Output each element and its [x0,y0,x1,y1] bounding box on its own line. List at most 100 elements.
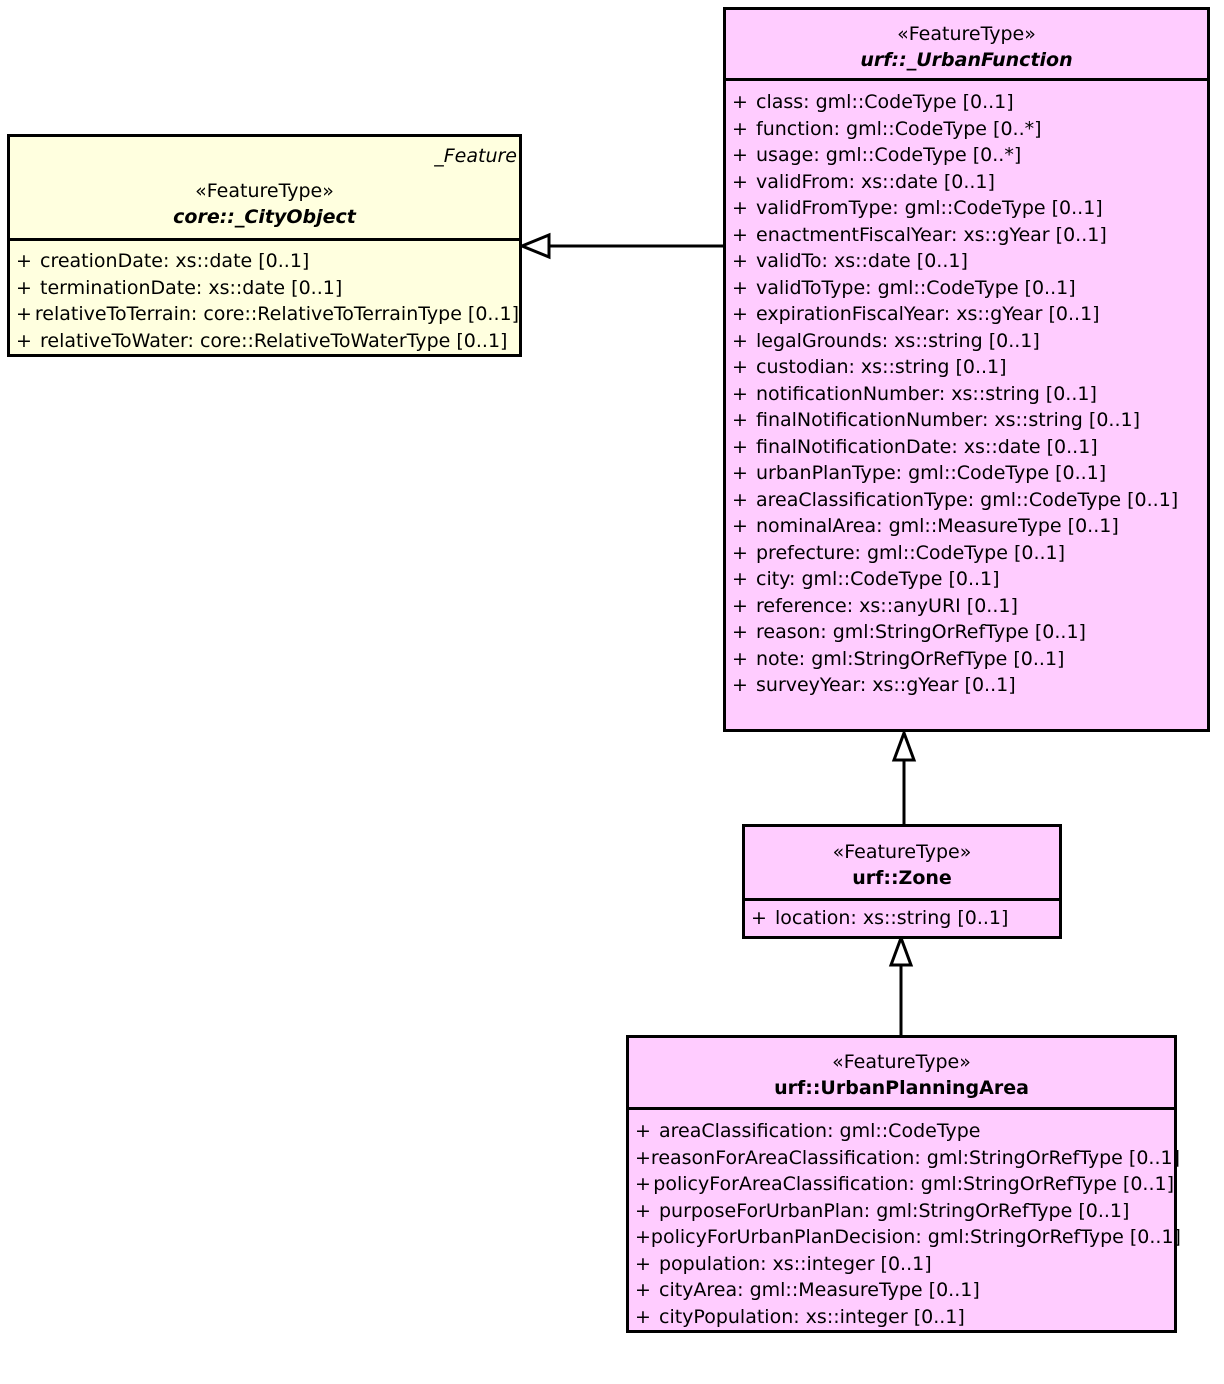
attribute-row: + cityPopulation: xs::integer [0..1] [629,1304,1174,1331]
visibility-marker: + [732,568,748,590]
attribute-row: + population: xs::integer [0..1] [629,1251,1174,1278]
visibility-marker: + [732,144,748,166]
attribute-text: purposeForUrbanPlan: gml:StringOrRefType… [659,1199,1130,1222]
attribute-row: + notificationNumber: xs::string [0..1] [726,381,1207,408]
visibility-marker: + [732,462,748,484]
visibility-marker: + [16,329,32,352]
attribute-text: reasonForAreaClassification: gml:StringO… [650,1146,1180,1169]
attribute-row: +validFrom: xs::date [0..1] [726,169,1207,196]
attribute-row: + finalNotificationDate: xs::date [0..1] [726,434,1207,461]
attribute-text: class: gml::CodeType [0..1] [756,91,1014,113]
abstract-parent-label: _Feature [434,145,517,167]
attribute-text: usage: gml::CodeType [0..*] [756,144,1022,166]
visibility-marker: + [732,329,748,352]
visibility-marker: + [16,250,32,272]
visibility-marker: + [732,91,748,113]
attribute-text: finalNotificationNumber: xs::string [0..… [756,409,1140,431]
visibility-marker: + [732,541,748,564]
attribute-row: + nominalArea: gml::MeasureType [0..1] [726,513,1207,540]
attribute-text: surveyYear: xs::gYear [0..1] [756,674,1016,696]
attribute-row: + class: gml::CodeType [0..1] [726,89,1207,116]
attribute-row: + expirationFiscalYear: xs::gYear [0..1] [726,301,1207,328]
visibility-marker: + [751,907,767,929]
visibility-marker: + [732,674,748,696]
attribute-row: + usage: gml::CodeType [0..*] [726,142,1207,169]
visibility-marker: + [732,303,748,325]
attribute-row: + purposeForUrbanPlan: gml:StringOrRefTyp… [629,1198,1174,1225]
attribute-row: +legalGrounds: xs::string [0..1] [726,328,1207,355]
class-urban-planning-area[interactable]: «FeatureType» urf::UrbanPlanningArea + ar… [626,1035,1181,1333]
attribute-text: validFrom: xs::date [0..1] [756,170,995,193]
stereotype-label: «FeatureType» [897,23,1036,45]
attribute-list: +location: xs::string [0..1] [745,901,1059,932]
attribute-row: + validFromType: gml::CodeType [0..1] [726,195,1207,222]
attribute-text: custodian: xs::string [0..1] [756,356,1007,378]
visibility-marker: + [732,409,748,431]
attribute-text: validFromType: gml::CodeType [0..1] [756,197,1103,219]
visibility-marker: + [732,382,748,405]
class-urban-function[interactable]: «FeatureType» urf::_UrbanFunction +class… [723,7,1210,732]
attribute-text: finalNotificationDate: xs::date [0..1] [756,435,1098,458]
visibility-marker: + [635,1279,651,1301]
attribute-row: + relativeToWater: core::RelativeToWaterT… [10,328,519,355]
attribute-row: + custodian: xs::string [0..1] [726,354,1207,381]
visibility-marker: + [635,1199,651,1222]
attribute-text: function: gml::CodeType [0..*] [756,117,1042,140]
visibility-marker: + [635,1252,651,1275]
visibility-marker: + [732,488,748,511]
attribute-text: cityArea: gml::MeasureType [0..1] [659,1279,980,1301]
attribute-row: + surveyYear: xs::gYear [0..1] [726,672,1207,699]
attribute-row: +terminationDate: xs::date [0..1] [10,275,519,302]
attribute-row: + areaClassification: gml::CodeType [629,1118,1174,1145]
visibility-marker: + [732,223,748,246]
attribute-row: + note: gml:StringOrRefType [0..1] [726,646,1207,673]
attribute-text: nominalArea: gml::MeasureType [0..1] [756,515,1119,537]
attribute-text: notificationNumber: xs::string [0..1] [756,382,1097,405]
attribute-row: +prefecture: gml::CodeType [0..1] [726,540,1207,567]
visibility-marker: + [635,1120,651,1142]
visibility-marker: + [635,1173,651,1195]
class-header: _Feature «FeatureType» core::_CityObject [10,137,519,241]
visibility-marker: + [16,276,32,299]
visibility-marker: + [732,356,748,378]
visibility-marker: + [635,1226,651,1248]
attribute-text: relativeToWater: core::RelativeToWaterTy… [40,329,508,352]
attribute-row: +policyForAreaClassification: gml:String… [629,1171,1174,1198]
attribute-row: +urbanPlanType: gml::CodeType [0..1] [726,460,1207,487]
visibility-marker: + [732,276,748,299]
visibility-marker: + [732,197,748,219]
attribute-text: areaClassification: gml::CodeType [659,1120,981,1142]
visibility-marker: + [635,1305,651,1328]
class-header: «FeatureType» urf::UrbanPlanningArea [629,1038,1174,1110]
class-name: urf::UrbanPlanningArea [774,1077,1029,1099]
attribute-row: +location: xs::string [0..1] [745,905,1059,932]
visibility-marker: + [732,117,748,140]
visibility-marker: + [732,515,748,537]
attribute-row: +reasonForAreaClassification: gml:String… [629,1145,1180,1172]
attribute-list: + creationDate: xs::date [0..1]+terminati… [10,241,519,354]
attribute-text: expirationFiscalYear: xs::gYear [0..1] [756,303,1100,325]
attribute-row: + finalNotificationNumber: xs::string [0.… [726,407,1207,434]
attribute-text: note: gml:StringOrRefType [0..1] [756,647,1065,670]
class-name: core::_CityObject [173,206,356,228]
visibility-marker: + [635,1146,651,1169]
attribute-row: +reference: xs::anyURI [0..1] [726,593,1207,620]
attribute-row: + creationDate: xs::date [0..1] [10,248,519,275]
attribute-row: +relativeToTerrain: core::RelativeToTerr… [10,301,519,328]
class-city-object[interactable]: _Feature «FeatureType» core::_CityObject… [7,134,522,357]
attribute-list: +areaClassification: gml::CodeType+reaso… [629,1110,1181,1331]
class-zone[interactable]: «FeatureType» urf::Zone +location: xs::s… [742,824,1062,939]
visibility-marker: + [732,435,748,458]
attribute-text: reason: gml:StringOrRefType [0..1] [756,621,1086,643]
visibility-marker: + [732,647,748,670]
attribute-row: + cityArea: gml::MeasureType [0..1] [629,1277,1174,1304]
attribute-row: +areaClassificationType: gml::CodeType [… [726,487,1207,514]
attribute-text: reference: xs::anyURI [0..1] [756,594,1018,617]
generalization-arrowhead-zone [888,933,914,967]
stereotype-label: «FeatureType» [832,1051,971,1073]
attribute-text: cityPopulation: xs::integer [0..1] [659,1305,965,1328]
visibility-marker: + [16,303,32,325]
attribute-text: creationDate: xs::date [0..1] [40,250,310,272]
attribute-text: population: xs::integer [0..1] [659,1252,932,1275]
